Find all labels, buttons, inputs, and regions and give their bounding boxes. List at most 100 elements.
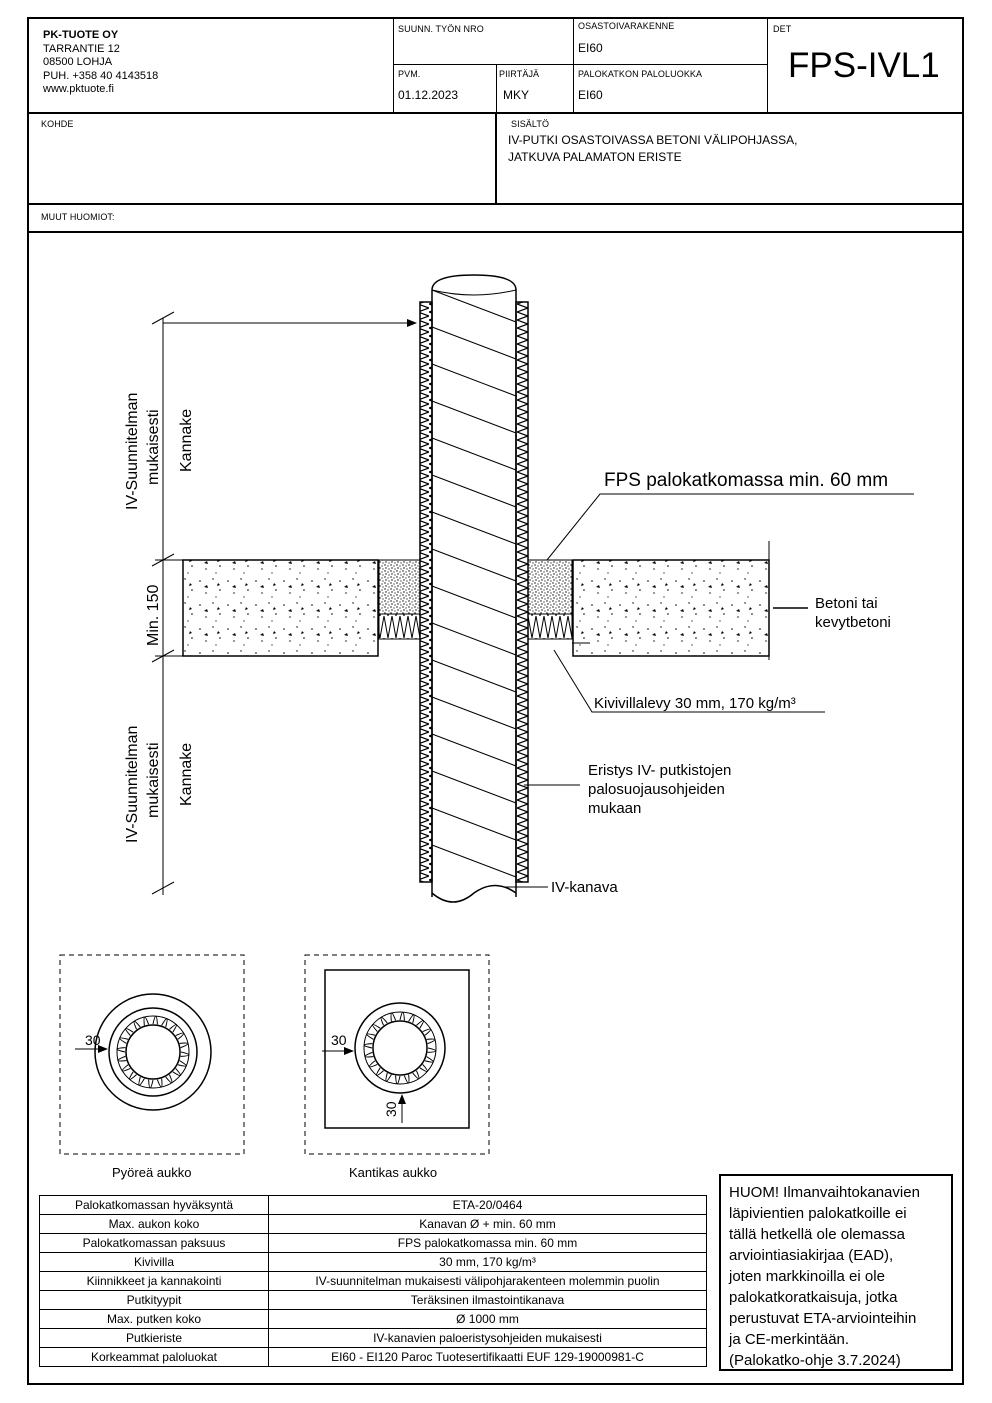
insulation-right xyxy=(515,301,529,883)
contents-label: SISÄLTÖ xyxy=(511,119,550,129)
iv-plan-upper-2: mukaisesti xyxy=(145,409,162,485)
company-phone: PUH. +358 40 4143518 xyxy=(43,69,159,82)
note-line: läpivientien palokatkoille ei xyxy=(729,1205,907,1222)
spec-key: Kiinnikkeet ja kannakointi xyxy=(39,1271,269,1291)
company-block: PK-TUOTE OY TARRANTIE 12 08500 LOHJA PUH… xyxy=(43,29,158,97)
note-line: ja CE-merkintään. xyxy=(729,1331,850,1348)
concrete-slab-left xyxy=(182,559,379,657)
target-label: KOHDE xyxy=(41,119,74,129)
fire-class-value: EI60 xyxy=(578,88,603,102)
spec-key: Palokatkomassan paksuus xyxy=(39,1233,269,1253)
spec-value: ETA-20/0464 xyxy=(268,1195,707,1215)
note-line: arviointiasiakirjaa (EAD), xyxy=(729,1247,894,1264)
iv-plan-upper-1: IV-Suunnitelman xyxy=(124,393,141,510)
det-value: FPS-IVL1 xyxy=(788,46,940,85)
concrete-slab-right xyxy=(572,559,770,657)
drawer-label: PIIRTÄJÄ xyxy=(499,69,540,79)
spec-value: IV-suunnitelman mukaisesti välipohjarake… xyxy=(268,1271,707,1291)
spec-value: Teräksinen ilmastointikanava xyxy=(268,1290,707,1310)
spec-key: Putkieriste xyxy=(39,1328,269,1348)
note-line: (Palokatko-ohje 3.7.2024) xyxy=(729,1352,901,1369)
label-insulation: Eristys IV- putkistojen palosuojausohjei… xyxy=(588,761,731,818)
label-concrete-2: kevytbetoni xyxy=(815,614,891,631)
title-row-mid xyxy=(393,64,768,65)
drawing-frame xyxy=(27,17,964,1385)
date-label: PVM. xyxy=(398,69,421,79)
det-label: DET xyxy=(773,24,792,34)
title-col-3 xyxy=(767,17,768,113)
title-divider-3 xyxy=(27,231,964,233)
caption-square-opening: Kantikas aukko xyxy=(349,1165,438,1180)
company-street: TARRANTIE 12 xyxy=(43,42,120,55)
note-line: joten markkinoilla ei ole xyxy=(729,1268,885,1285)
label-concrete: Betoni tai kevytbetoni xyxy=(815,594,891,632)
label-insulation-1: Eristys IV- putkistojen xyxy=(588,762,732,779)
fire-class-label: PALOKATKON PALOLUOKKA xyxy=(578,69,703,79)
note-line: HUOM! Ilmanvaihtokanavien xyxy=(729,1184,920,1201)
spec-value: Ø 1000 mm xyxy=(268,1309,707,1329)
spec-value: Kanavan Ø + min. 60 mm xyxy=(268,1214,707,1234)
label-concrete-1: Betoni tai xyxy=(815,595,878,612)
label-insulation-3: mukaan xyxy=(588,800,642,817)
company-name: PK-TUOTE OY xyxy=(43,29,119,41)
note-line: perustuvat ETA-arviointeihin xyxy=(729,1310,917,1327)
title-col-drawer xyxy=(496,65,497,113)
plan-round xyxy=(59,954,245,1155)
dim-30-round: 30 xyxy=(85,1032,101,1048)
label-duct: IV-kanava xyxy=(551,879,618,896)
note-line: palokatkoratkaisuja, jotka xyxy=(729,1289,898,1306)
leader-lines xyxy=(505,493,914,888)
contents-line-1: IV-PUTKI OSASTOIVASSA BETONI VÄLIPOHJASS… xyxy=(508,133,798,147)
spec-key: Kivivilla xyxy=(39,1252,269,1272)
kannake-lower: Kannake xyxy=(178,743,195,806)
spec-key: Max. aukon koko xyxy=(39,1214,269,1234)
drawer-value: MKY xyxy=(503,88,530,102)
spec-key: Korkeammat paloluokat xyxy=(39,1347,269,1367)
spec-key: Putkityypit xyxy=(39,1290,269,1310)
dim-30-square-side: 30 xyxy=(331,1032,347,1048)
duct-pipe xyxy=(431,274,517,903)
spec-value: 30 mm, 170 kg/m³ xyxy=(268,1252,707,1272)
spec-value: IV-kanavien paloeristysohjeiden mukaises… xyxy=(268,1328,707,1348)
dim-30-square-bottom: 30 xyxy=(383,1101,399,1117)
company-postal: 08500 LOHJA xyxy=(43,56,113,68)
notes-label: MUUT HUOMIOT: xyxy=(41,212,115,222)
spec-value: EI60 - EI120 Paroc Tuotesertifikaatti EU… xyxy=(268,1347,707,1367)
label-insulation-2: palosuojausohjeiden xyxy=(588,781,725,798)
label-rockwool: Kivivillalevy 30 mm, 170 kg/m³ xyxy=(594,695,796,712)
plan-square xyxy=(304,954,490,1155)
contents-line-2: JATKUVA PALAMATON ERISTE xyxy=(508,150,682,164)
dimension-lines xyxy=(151,311,808,895)
spec-key: Palokatkomassan hyväksyntä xyxy=(39,1195,269,1215)
kannake-upper: Kannake xyxy=(178,409,195,472)
spec-value: FPS palokatkomassa min. 60 mm xyxy=(268,1233,707,1253)
structure-value: EI60 xyxy=(578,41,603,55)
note-line: tällä hetkellä ole olemassa xyxy=(729,1226,905,1243)
structure-label: OSASTOIVARAKENNE xyxy=(578,21,675,31)
title-col-1 xyxy=(393,17,394,113)
caption-round-opening: Pyöreä aukko xyxy=(112,1165,192,1180)
title-col-contents xyxy=(495,112,497,204)
title-divider-2 xyxy=(27,203,964,205)
iv-plan-lower-1: IV-Suunnitelman xyxy=(124,726,141,843)
insulation-left xyxy=(419,301,433,883)
date-value: 01.12.2023 xyxy=(398,88,459,102)
spec-key: Max. putken koko xyxy=(39,1309,269,1329)
label-fps-mass: FPS palokatkomassa min. 60 mm xyxy=(604,470,889,491)
title-col-2 xyxy=(573,17,574,113)
note-box: HUOM! Ilmanvaihtokanavien läpivientien pa… xyxy=(719,1174,953,1371)
company-web: www.pktuote.fi xyxy=(43,83,114,95)
project-number-label: SUUNN. TYÖN NRO xyxy=(398,24,484,34)
iv-plan-lower-2: mukaisesti xyxy=(145,742,162,818)
